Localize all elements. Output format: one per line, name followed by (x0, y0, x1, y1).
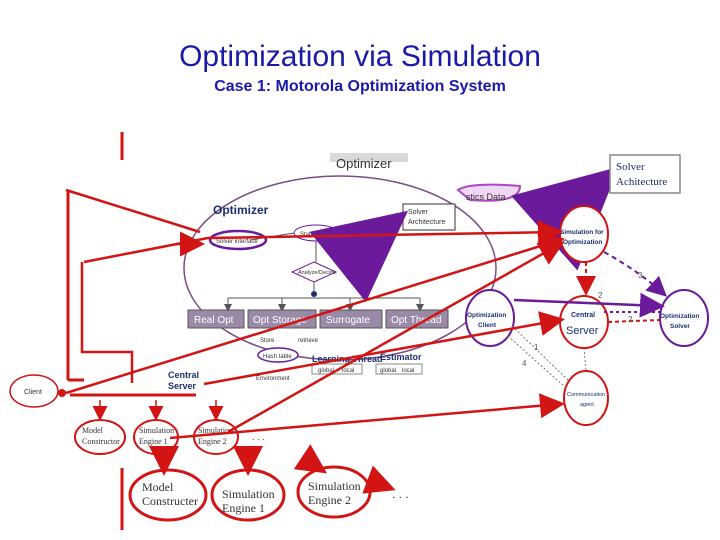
statistics-data-partial: stics Data (466, 192, 506, 202)
solver-interface-label: Solver interface (216, 239, 258, 245)
slide-subtitle: Case 1: Motorola Optimization System (214, 78, 506, 95)
small-model-line2: Constructor (82, 437, 120, 446)
edge-label-2b: 2 (628, 315, 633, 324)
hash-table-node (257, 347, 299, 363)
comm-agent-line1: Communication (567, 392, 605, 398)
red-path-left (80, 262, 134, 383)
red-link-solver-interface (83, 236, 209, 264)
retrieve-label: retrieve (298, 338, 319, 344)
small-solver-architecture-box (402, 203, 456, 231)
opt-solver-line2: Solver (670, 323, 690, 330)
store-label: Store (260, 338, 275, 344)
client-node (9, 374, 59, 408)
red-arrow-engine-to-sim (227, 241, 565, 434)
big-model-line1: Model (142, 480, 174, 494)
sim-for-opt-line2: Optimization (563, 239, 602, 246)
module-opt-storage (247, 309, 317, 329)
client-connector-dot (58, 389, 66, 397)
purple-arrow-large (510, 166, 619, 271)
environment-label: Environment (256, 376, 290, 382)
module-surrogate-label: Surrogate (326, 315, 370, 326)
small-engine2-line2: Engine 2 (198, 437, 227, 446)
solver-arch-line2: Achitecture (616, 176, 667, 188)
small-ellipsis: . . . (252, 432, 265, 442)
module-opt-storage-label: Opt Storage (253, 315, 307, 326)
estimator-box (375, 363, 423, 375)
central-server-right-line1: Central (571, 312, 595, 319)
solver-arch-line1: Solver (616, 161, 645, 173)
small-model-line1: Model (82, 426, 104, 435)
red-arrow-to-central-server (203, 311, 565, 386)
module-real-opt-label: Real Opt (194, 315, 234, 326)
left-server-label: Server (168, 381, 197, 391)
module-opt-thread (385, 309, 449, 329)
edge-label-1: 1 (534, 343, 539, 352)
red-diagonal-top (65, 188, 201, 234)
local-2: local (402, 368, 414, 374)
module-surrogate (319, 309, 383, 329)
left-central-label: Central (168, 370, 199, 380)
edge-label-2a: 2 (598, 291, 603, 300)
red-arrow-to-comm-agent (169, 393, 565, 440)
module-real-opt (187, 309, 245, 329)
big-model-line2: Constructer (142, 494, 198, 508)
big-engine1-line2: Engine 1 (222, 501, 265, 515)
edge-label-3: 3 (638, 271, 643, 280)
analyze-decide-label: Analyze/Decide (298, 270, 336, 276)
client-label: Client (24, 389, 42, 396)
opt-solver-node (659, 289, 709, 347)
central-server-right-line2: Server (566, 325, 599, 337)
big-engine1-line1: Simulation (222, 487, 275, 501)
hash-table-label: Hash table (263, 354, 292, 360)
big-engine2-line1: Simulation (308, 479, 361, 493)
solver-architecture-box (609, 154, 681, 194)
small-engine-row: Model Constructor Simulation Engine 1 Si… (74, 419, 265, 455)
comm-agent-node (563, 370, 609, 426)
opt-client-line1: Optimization (467, 312, 506, 319)
edge-label-4: 4 (522, 359, 527, 368)
opt-client-node (465, 289, 515, 347)
big-engine-row: Model Constructer Simulation Engine 1 Si… (128, 465, 409, 522)
global-2: global (380, 368, 396, 374)
small-engine1-line1: Simulation (139, 426, 174, 435)
big-engine2-line2: Engine 2 (308, 493, 351, 507)
module-row: Real Opt Opt Storage Surrogate Opt Threa… (187, 309, 449, 329)
red-arrow-to-sim-for-opt-1 (207, 219, 563, 245)
comm-agent-line2: agent (580, 402, 594, 408)
opt-client-line2: Client (478, 322, 497, 329)
sim-for-opt-line1: Simulation for (560, 229, 604, 236)
small-solver-arch-line1: Solver (408, 209, 429, 216)
slide-title: Optimization via Simulation (179, 40, 541, 73)
top-optimizer-strip (330, 153, 408, 162)
big-ellipsis: . . . (392, 487, 409, 501)
small-engine1-line2: Engine 1 (139, 437, 168, 446)
local-1: local (342, 368, 354, 374)
small-solver-arch-line2: Architecture (408, 219, 445, 226)
optimizer-label: Optimizer (213, 203, 269, 217)
module-opt-thread-label: Opt Thread (391, 315, 441, 326)
global-1: global (318, 368, 334, 374)
top-optimizer-label: Optimizer (336, 156, 392, 171)
small-engine2-line1: Simulation (198, 426, 233, 435)
opt-solver-line1: Optimization (660, 313, 699, 320)
estimator-label: Estimator (380, 352, 422, 362)
red-arrow-to-sim-for-opt-2 (65, 233, 565, 395)
left-bracket-lines (66, 132, 196, 530)
solver-interface-node (208, 229, 268, 251)
